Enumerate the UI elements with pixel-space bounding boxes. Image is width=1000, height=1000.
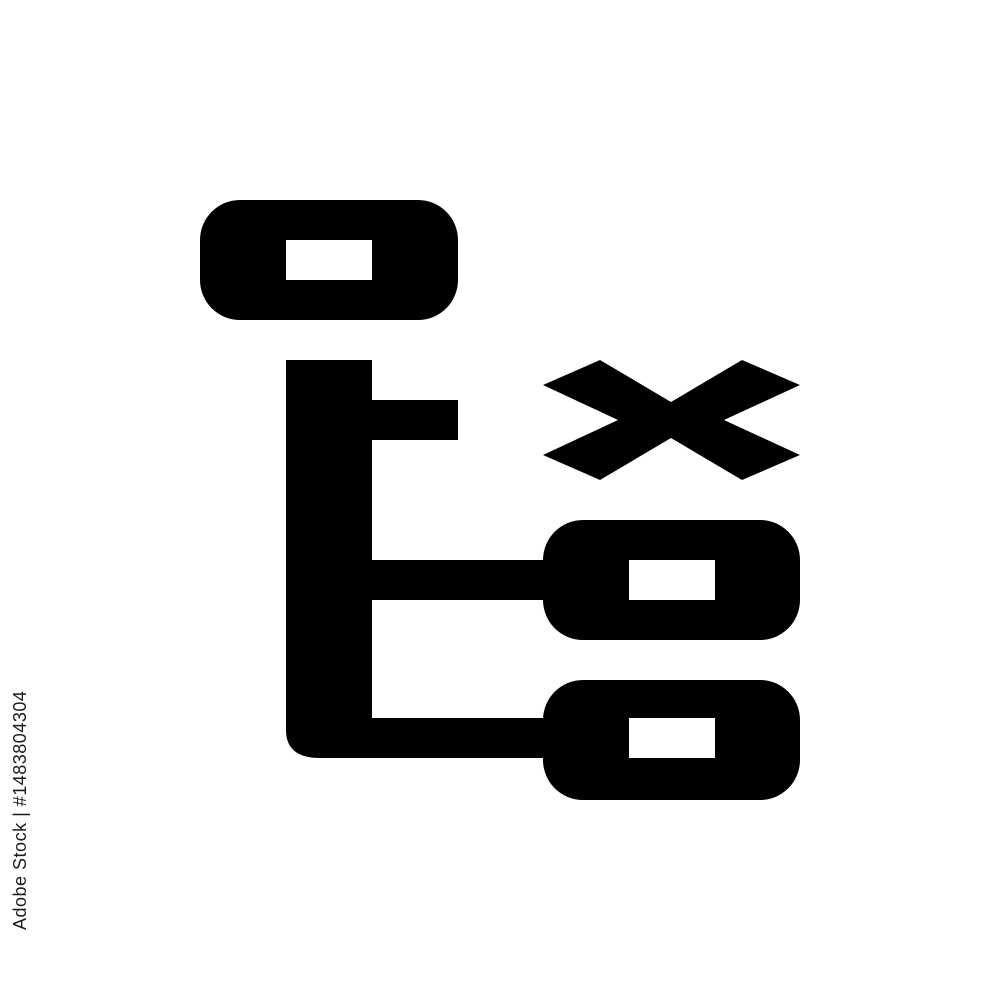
root-node	[200, 200, 458, 320]
child-node-1	[543, 520, 800, 640]
tree-connectors	[286, 360, 548, 758]
stock-id-label: Adobe Stock | #1483804304	[10, 690, 30, 930]
delete-x-icon	[543, 360, 800, 480]
child-node-2	[543, 680, 800, 800]
